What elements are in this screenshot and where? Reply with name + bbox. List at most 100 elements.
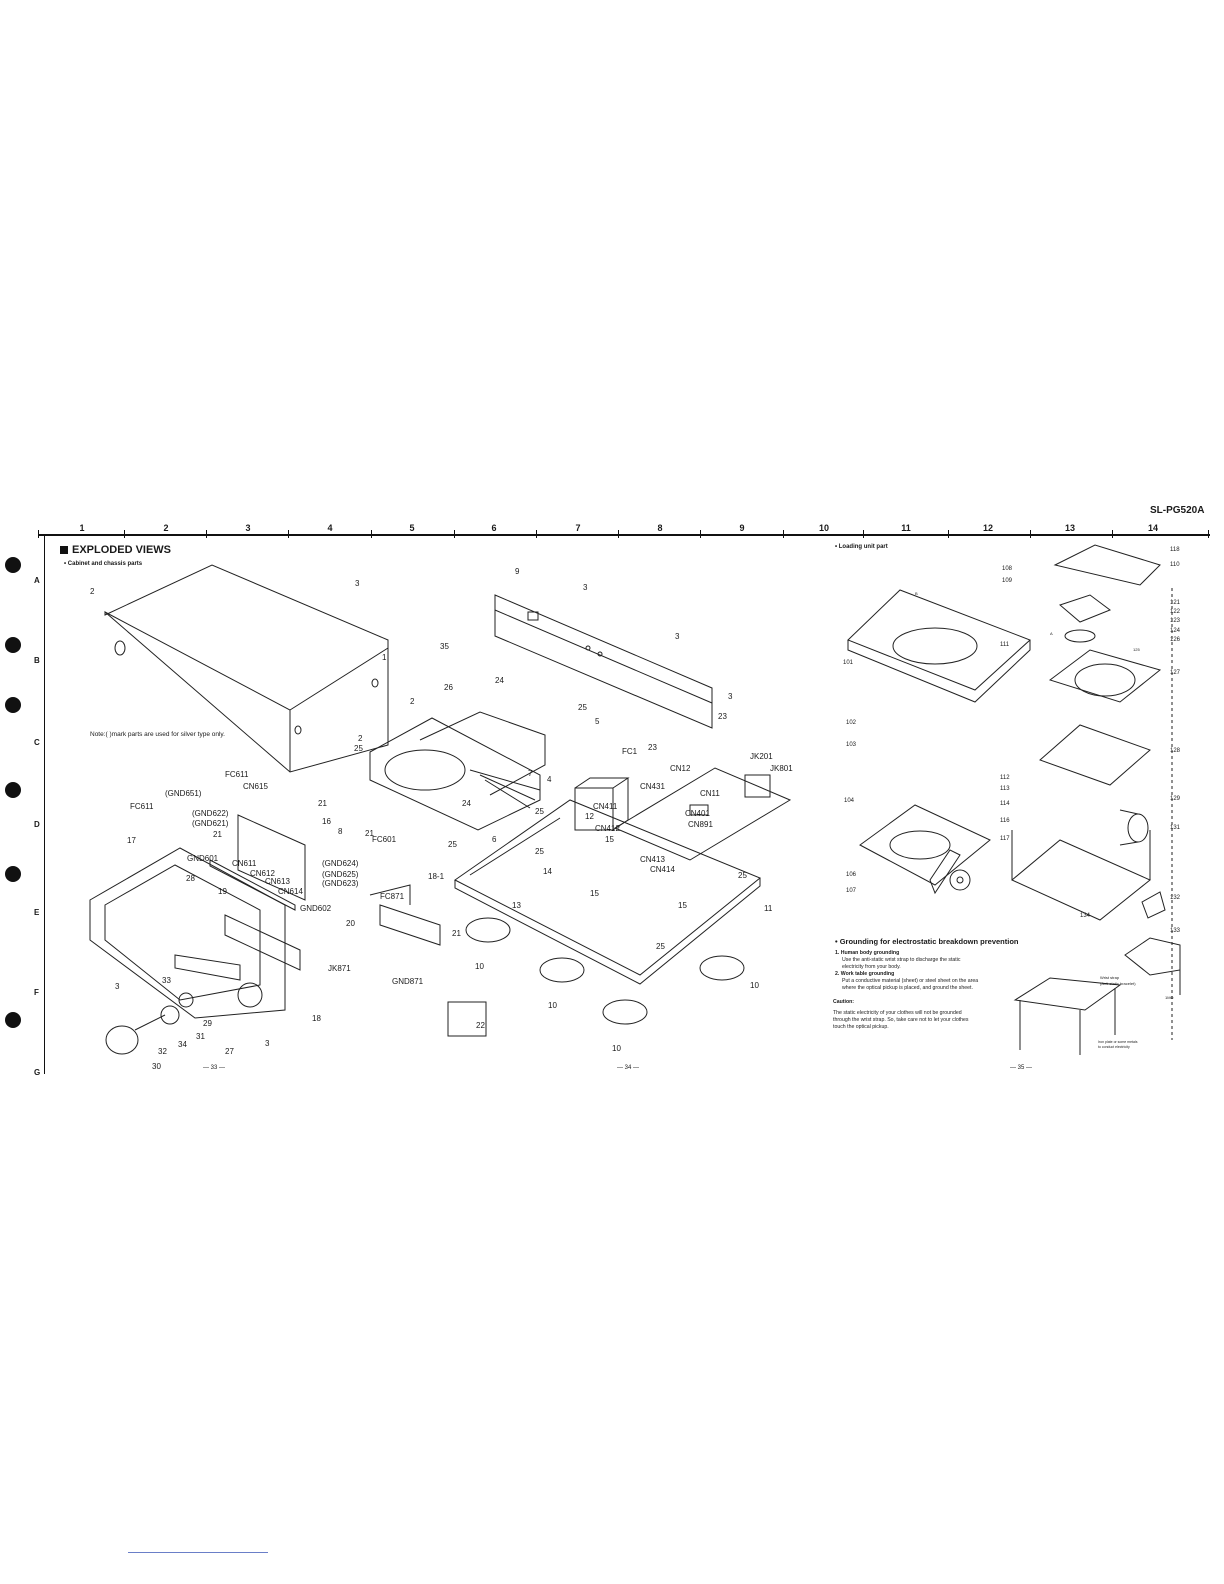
column-number: 11 [901,523,911,533]
part-label: 133 [1170,928,1181,934]
part-label: 114 [1000,801,1010,807]
part-label: JK201 [750,752,773,761]
ruler-tick [206,530,207,538]
part-label: 103 [846,742,857,748]
part-label: 3 [675,632,680,641]
bottom-chassis [455,800,760,984]
binder-hole [5,697,21,713]
part-label: 25 [448,840,457,849]
part-label: 101 [843,660,854,666]
column-number: 4 [327,523,333,533]
page-number: — 33 — [203,1065,226,1071]
part-label: 25 [656,942,665,951]
rear-panel [495,595,712,728]
column-number: 5 [409,523,415,533]
column-number: 7 [575,523,581,533]
part-label: 24 [462,799,471,808]
volume-knob [106,993,193,1054]
ribbon-cables [370,885,440,945]
part-label: B [915,591,918,596]
page-number: — 34 — [617,1065,640,1071]
part-label: CN413 [640,855,665,864]
part-label: FC611 [225,770,249,779]
part-label: 15 [678,901,687,910]
part-label: (GND622) [192,809,229,818]
footer-rule [128,1552,268,1553]
part-label: A [1050,631,1053,636]
row-letter: C [34,738,40,747]
part-label: 117 [1000,836,1010,842]
part-label: 16 [322,817,331,826]
grounding-item2-text: Put a conductive material (sheet) or ste… [842,978,979,984]
column-number: 13 [1064,523,1076,533]
part-label: 109 [1002,578,1013,584]
part-label: 121 [1170,600,1181,606]
resistor-label: 1MΩ [1165,995,1174,1000]
part-label: 113 [1000,786,1010,792]
work-table [1015,978,1120,1055]
drive-belt [930,850,970,893]
mechanism-unit [370,712,545,830]
part-label: 104 [844,798,855,804]
part-label: 24 [495,676,504,685]
left-frame-line [44,534,45,1074]
part-label: 21 [213,830,222,839]
part-label: 127 [1170,670,1181,676]
column-number: 12 [982,523,994,533]
clamper-assembly [1040,545,1160,785]
part-label: 108 [1002,566,1013,572]
disc-tray [848,590,1030,702]
part-label: 32 [158,1047,167,1056]
part-label: CN11 [700,789,720,798]
part-label: 3 [115,982,120,991]
part-label: 132 [1170,895,1181,901]
part-label: 19 [218,887,227,896]
part-label: 2 [90,587,95,596]
ruler-tick [124,530,125,538]
part-label: (GND623) [322,879,359,888]
part-label: 22 [476,1021,485,1030]
caution-text: touch the optical pickup. [833,1024,889,1030]
column-number: 10 [818,523,830,533]
row-letter: F [34,988,39,997]
part-label: 102 [846,720,857,726]
switch-part [1142,892,1165,918]
grounding-item1-text: Use the anti-static wrist strap to disch… [842,957,961,963]
part-label: CN431 [640,782,665,791]
part-label: CN412 [595,824,620,833]
rubber-feet [466,918,744,1024]
part-label: 131 [1170,825,1181,831]
part-label: 35 [440,642,449,651]
binder-hole [5,866,21,882]
column-number: 6 [491,523,497,533]
part-label: 13 [512,901,521,910]
column-number: 14 [1147,523,1159,533]
part-label: 116 [1000,818,1010,824]
section-title: EXPLODED VIEWS [60,544,171,556]
part-label: 1 [382,653,387,662]
part-label: 118 [1170,547,1180,553]
part-label: 9 [515,567,520,576]
cabinet-subtitle: • Cabinet and chassis parts [64,561,143,567]
part-label: 21 [318,799,327,808]
ruler-tick [38,530,39,538]
model-number: SL-PG520A [1150,505,1205,516]
part-label: 25 [578,703,587,712]
part-label: 3 [355,579,360,588]
part-label: 112 [1000,775,1010,781]
grounding-item1-text: electricity from your body. [842,964,901,970]
part-label: CN613 [265,877,290,886]
part-label: 5 [595,717,600,726]
ruler-tick [948,530,949,538]
part-label: 27 [225,1047,234,1056]
ruler-tick [536,530,537,538]
part-label: 12 [585,812,594,821]
loading-base [860,805,990,885]
page-number: — 35 — [1010,1065,1033,1071]
part-label: GND601 [187,854,219,863]
part-label: 30 [152,1062,161,1071]
column-ruler: 1 2 3 4 5 6 7 8 9 10 11 12 13 14 [38,520,1210,540]
ruler-tick [1208,530,1209,538]
part-label: 125 [1133,647,1140,652]
title-bullet-icon [60,546,68,554]
